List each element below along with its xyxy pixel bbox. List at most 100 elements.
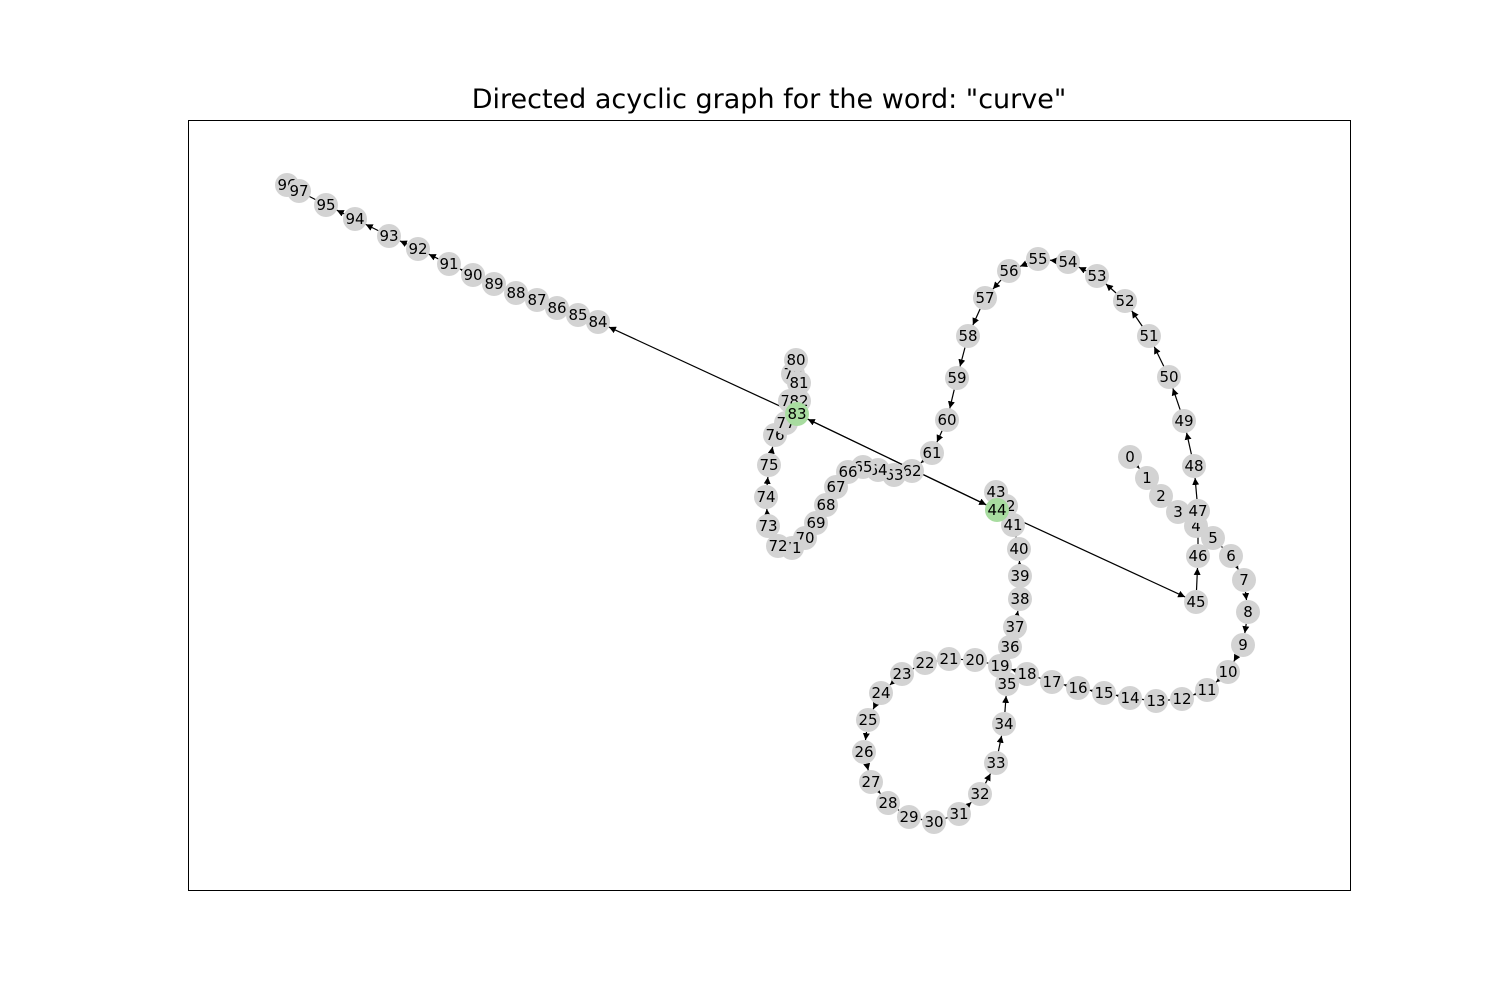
- node-circle: [1066, 676, 1090, 700]
- node-label: 4: [1191, 517, 1201, 535]
- node-23: 23: [890, 662, 914, 686]
- edge-56-57: [992, 279, 1002, 290]
- node-19: 19: [988, 654, 1012, 678]
- node-41: 41: [1001, 513, 1025, 537]
- node-86: 86: [545, 296, 569, 320]
- edge-55-56: [1019, 260, 1028, 267]
- node-40: 40: [1007, 537, 1031, 561]
- node-label: 28: [878, 794, 897, 812]
- node-label: 75: [759, 456, 778, 474]
- edge-58-59: [958, 347, 966, 367]
- node-0: 0: [1118, 445, 1142, 469]
- node-label: 72: [768, 537, 787, 555]
- node-label: 9: [1238, 636, 1248, 654]
- node-label: 29: [899, 808, 918, 826]
- node-57: 57: [973, 286, 997, 310]
- node-label: 94: [345, 210, 364, 228]
- node-circle: [566, 303, 590, 327]
- node-29: 29: [897, 805, 921, 829]
- node-label: 61: [922, 444, 941, 462]
- node-label: 2: [1156, 487, 1166, 505]
- node-circle: [1118, 445, 1142, 469]
- node-label: 37: [1005, 618, 1024, 636]
- node-58: 58: [956, 324, 980, 348]
- node-85: 85: [566, 303, 590, 327]
- edge-25-26: [862, 731, 870, 741]
- edge-54-55: [1049, 257, 1058, 265]
- node-label: 47: [1188, 502, 1207, 520]
- node-11: 11: [1195, 678, 1219, 702]
- node-circle: [937, 647, 961, 671]
- edge-51-52: [1131, 310, 1143, 327]
- node-label: 46: [1188, 547, 1207, 565]
- node-circle: [1149, 484, 1173, 508]
- node-97: 97: [287, 179, 311, 203]
- node-label: 43: [986, 483, 1005, 501]
- node-label: 51: [1139, 327, 1158, 345]
- node-27: 27: [859, 770, 883, 794]
- node-circle: [852, 740, 876, 764]
- node-label: 59: [947, 369, 966, 387]
- node-label: 33: [986, 754, 1005, 772]
- node-circle: [935, 408, 959, 432]
- node-circle: [1092, 681, 1116, 705]
- edge-24-25: [872, 701, 880, 710]
- node-label: 92: [408, 240, 427, 258]
- edge-33-34: [996, 735, 1004, 752]
- node-label: 85: [568, 306, 587, 324]
- node-circle: [525, 288, 549, 312]
- node-label: 58: [958, 327, 977, 345]
- node-circle: [377, 224, 401, 248]
- node-label: 17: [1042, 673, 1061, 691]
- node-circle: [876, 791, 900, 815]
- node-22: 22: [913, 651, 937, 675]
- node-circle: [1219, 544, 1243, 568]
- node-circle: [988, 654, 1012, 678]
- node-circle: [897, 805, 921, 829]
- node-circle: [785, 402, 809, 426]
- node-label: 38: [1010, 590, 1029, 608]
- node-3: 3: [1166, 500, 1190, 524]
- node-circle: [756, 514, 780, 538]
- node-circle: [1157, 365, 1181, 389]
- plot-frame: [188, 120, 1351, 891]
- node-54: 54: [1056, 250, 1080, 274]
- node-circle: [973, 286, 997, 310]
- node-51: 51: [1137, 324, 1161, 348]
- node-label: 91: [439, 255, 458, 273]
- node-circle: [784, 348, 808, 372]
- edge-90-91: [459, 268, 468, 276]
- node-label: 57: [975, 289, 994, 307]
- node-12: 12: [1170, 687, 1194, 711]
- node-label: 19: [990, 657, 1009, 675]
- node-55: 55: [1026, 247, 1050, 271]
- node-label: 93: [379, 227, 398, 245]
- node-20: 20: [963, 648, 987, 672]
- node-circle: [757, 453, 781, 477]
- edge-7-8: [1242, 591, 1250, 601]
- node-7: 7: [1232, 568, 1256, 592]
- node-circle: [545, 296, 569, 320]
- node-label: 27: [861, 773, 880, 791]
- node-52: 52: [1113, 289, 1137, 313]
- node-93: 93: [377, 224, 401, 248]
- node-label: 45: [1186, 593, 1205, 611]
- node-circle: [766, 534, 790, 558]
- node-91: 91: [437, 252, 461, 276]
- edge-9-10: [1233, 653, 1241, 662]
- node-label: 26: [854, 743, 873, 761]
- edge-93-94: [365, 223, 379, 232]
- node-circle: [856, 708, 880, 732]
- edge-30-31: [945, 817, 948, 819]
- node-label: 25: [858, 711, 877, 729]
- node-28: 28: [876, 791, 900, 815]
- node-92: 92: [406, 237, 430, 261]
- node-label: 32: [970, 785, 989, 803]
- node-circle: [922, 810, 946, 834]
- node-circle: [1085, 264, 1109, 288]
- node-label: 52: [1115, 292, 1134, 310]
- node-circle: [482, 272, 506, 296]
- node-26: 26: [852, 740, 876, 764]
- node-circle: [984, 480, 1008, 504]
